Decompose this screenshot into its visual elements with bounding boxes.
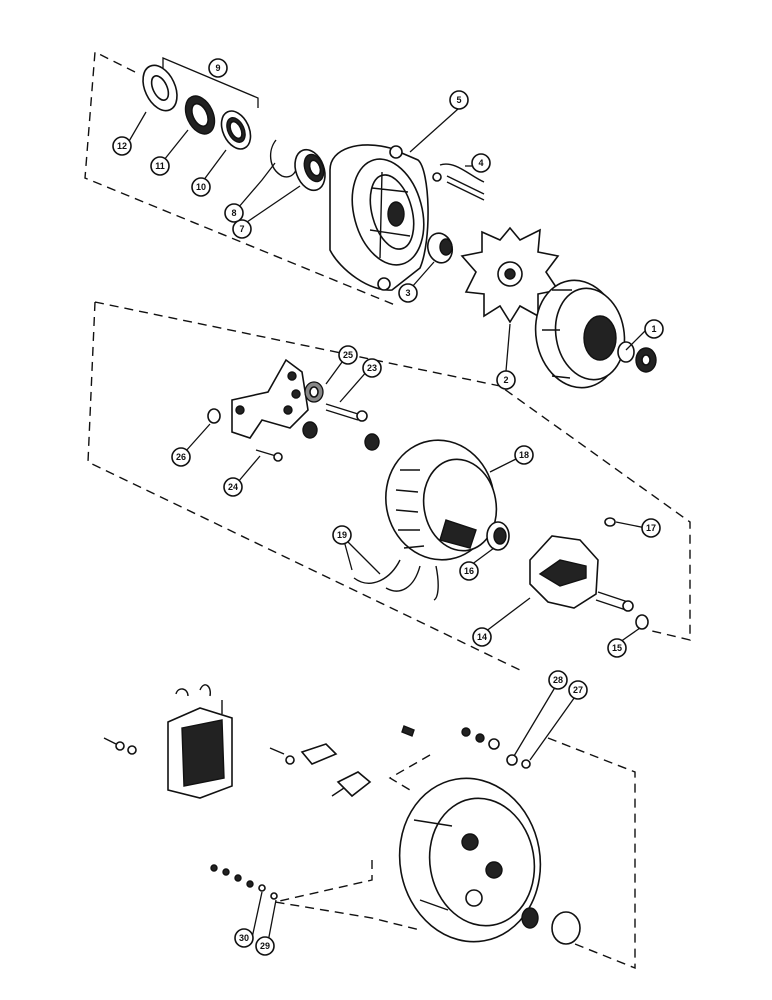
callout-5: 5 (449, 90, 469, 110)
through-bolt-part (432, 163, 485, 201)
callout-7-label: 7 (239, 224, 244, 234)
front-bearing-part (294, 148, 326, 192)
callout-29: 29 (255, 936, 275, 956)
callout-18-label: 18 (519, 450, 529, 460)
pulley-part (534, 279, 626, 389)
callout-14-label: 14 (477, 632, 487, 642)
callout-1: 1 (644, 319, 664, 339)
callout-11-label: 11 (155, 161, 165, 171)
callout-27-label: 27 (573, 685, 583, 695)
callout-30: 30 (234, 928, 254, 948)
callout-2-label: 2 (503, 375, 508, 385)
callout-11: 11 (150, 156, 170, 176)
callout-30-label: 30 (239, 933, 249, 943)
drive-end-frame-part (329, 144, 429, 291)
callout-12: 12 (112, 136, 132, 156)
heat-sink-part (231, 358, 309, 439)
callout-9: 9 (208, 58, 228, 78)
callout-15-label: 15 (612, 643, 622, 653)
callout-25-label: 25 (343, 350, 353, 360)
fan-part (460, 226, 560, 324)
callout-26-label: 26 (176, 452, 186, 462)
capacitor-part (331, 771, 372, 798)
dashed-outline-middle-group (87, 301, 691, 671)
pulley-nut-part (617, 341, 657, 373)
insulator-part (304, 381, 324, 403)
key-part (604, 517, 616, 527)
leader-lines (127, 57, 647, 943)
callout-4-label: 4 (478, 158, 483, 168)
callout-29-label: 29 (260, 941, 270, 951)
callout-12-label: 12 (117, 141, 127, 151)
rotor-part (529, 535, 634, 612)
callout-15: 15 (607, 638, 627, 658)
dashed-outline-rear-group (274, 737, 636, 970)
snap-ring-part (269, 139, 298, 178)
callout-4: 4 (471, 153, 491, 173)
callout-23-label: 23 (367, 363, 377, 373)
stator-leads-part (353, 559, 439, 601)
callout-7: 7 (232, 219, 252, 239)
callout-1-label: 1 (651, 324, 656, 334)
slip-ring-end-frame-part (398, 777, 542, 943)
terminal-part (302, 421, 380, 451)
callout-16-label: 16 (464, 566, 474, 576)
callout-3-label: 3 (405, 288, 410, 298)
rear-bearing-part (486, 521, 510, 551)
callout-28: 28 (548, 670, 568, 690)
small-nuts-part (210, 864, 278, 900)
callout-9-label: 9 (215, 63, 220, 73)
callout-23: 23 (362, 358, 382, 378)
callout-3: 3 (398, 283, 418, 303)
spacer-part (426, 232, 454, 264)
nut-part (207, 408, 221, 424)
bracket-screw-part (269, 743, 338, 765)
regulator-part (167, 684, 233, 799)
callout-19: 19 (332, 525, 352, 545)
terminal-nuts-part (461, 727, 531, 769)
regulator-screw-part (103, 737, 137, 755)
callout-10: 10 (191, 177, 211, 197)
callout-8-label: 8 (231, 208, 236, 218)
callout-28-label: 28 (553, 675, 563, 685)
stator-part (385, 439, 498, 561)
callout-26: 26 (171, 447, 191, 467)
bushing-part (521, 907, 539, 929)
callout-10-label: 10 (196, 182, 206, 192)
callout-19-label: 19 (337, 530, 347, 540)
callout-16: 16 (459, 561, 479, 581)
callout-14: 14 (472, 627, 492, 647)
seal-ring-part (551, 911, 581, 945)
callout-17-label: 17 (646, 523, 656, 533)
terminal-screw-part (401, 725, 415, 737)
rotor-snap-ring-part (635, 614, 649, 630)
outer-seal-part (142, 64, 178, 112)
seal-part (220, 110, 252, 150)
callout-5-label: 5 (456, 95, 461, 105)
bearing-retainer-part (184, 95, 216, 135)
callout-8: 8 (224, 203, 244, 223)
dashed-outline-front-group (84, 50, 396, 306)
callout-25: 25 (338, 345, 358, 365)
callout-24: 24 (223, 477, 243, 497)
screw-part (255, 449, 283, 462)
bolt-part (325, 403, 368, 422)
callout-27: 27 (568, 680, 588, 700)
callout-17: 17 (641, 518, 661, 538)
callout-18: 18 (514, 445, 534, 465)
callout-2: 2 (496, 370, 516, 390)
callout-24-label: 24 (228, 482, 238, 492)
